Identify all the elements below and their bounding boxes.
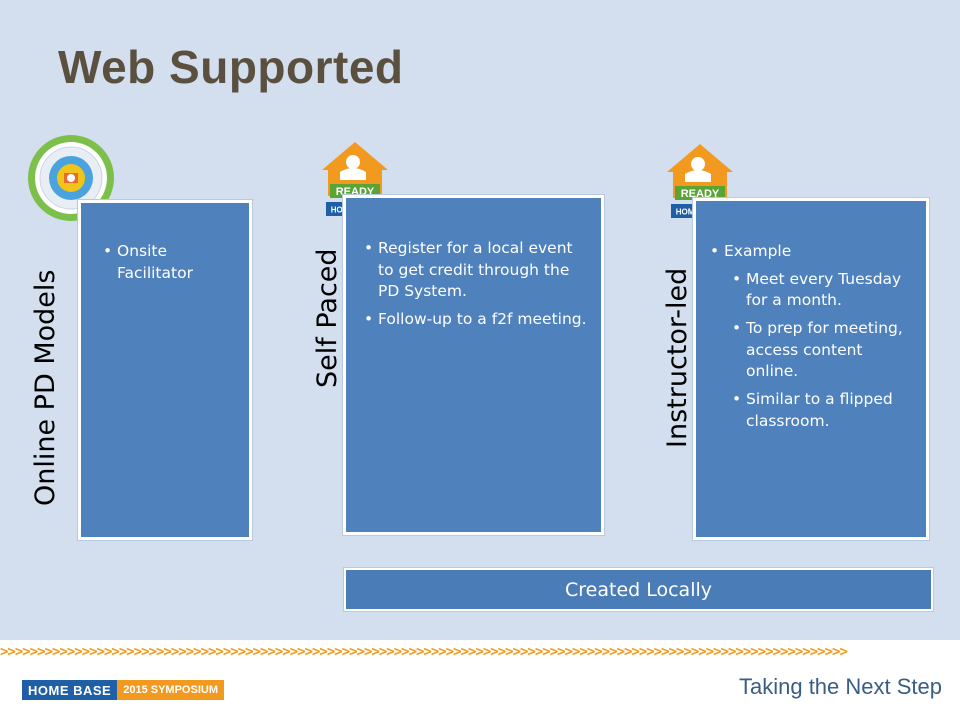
tagline: Taking the Next Step xyxy=(738,674,942,699)
self-paced-list: Register for a local event to get credit… xyxy=(364,238,587,331)
self-paced-card: Register for a local event to get credit… xyxy=(343,195,604,535)
chevron-divider: >>>>>>>>>>>>>>>>>>>>>>>>>>>>>>>>>>>>>>>>… xyxy=(0,644,848,660)
list-item: Follow-up to a f2f meeting. xyxy=(364,309,587,331)
instructor-led-list: Example Meet every Tuesday for a month. … xyxy=(710,241,914,433)
logo-main-text: HOME BASE xyxy=(22,680,118,700)
slide-title: Web Supported xyxy=(58,41,404,93)
list-item: To prep for meeting, access content onli… xyxy=(732,318,914,383)
home-base-symposium-logo: HOME BASE 2015 SYMPOSIUM xyxy=(22,680,224,700)
online-pd-models-label: Online PD Models xyxy=(30,269,61,506)
instructor-led-label: Instructor-led xyxy=(662,267,693,448)
online-pd-models-list: Onsite Facilitator xyxy=(103,241,239,284)
list-item: Meet every Tuesday for a month. xyxy=(732,269,914,312)
list-item: Onsite Facilitator xyxy=(103,241,239,284)
logo-sub-text: 2015 SYMPOSIUM xyxy=(117,680,224,700)
ready-word: READY xyxy=(681,188,720,200)
connecting-learners-badge-icon xyxy=(28,135,114,221)
list-item: Register for a local event to get credit… xyxy=(364,238,587,303)
list-item: Similar to a flipped classroom. xyxy=(732,389,914,432)
instructor-led-card: Example Meet every Tuesday for a month. … xyxy=(693,198,929,540)
online-pd-models-card: Onsite Facilitator xyxy=(78,200,252,540)
self-paced-label: Self Paced xyxy=(312,248,343,388)
created-locally-banner: Created Locally xyxy=(344,568,933,611)
list-item: Example xyxy=(710,241,914,263)
footer: >>>>>>>>>>>>>>>>>>>>>>>>>>>>>>>>>>>>>>>>… xyxy=(0,640,960,720)
